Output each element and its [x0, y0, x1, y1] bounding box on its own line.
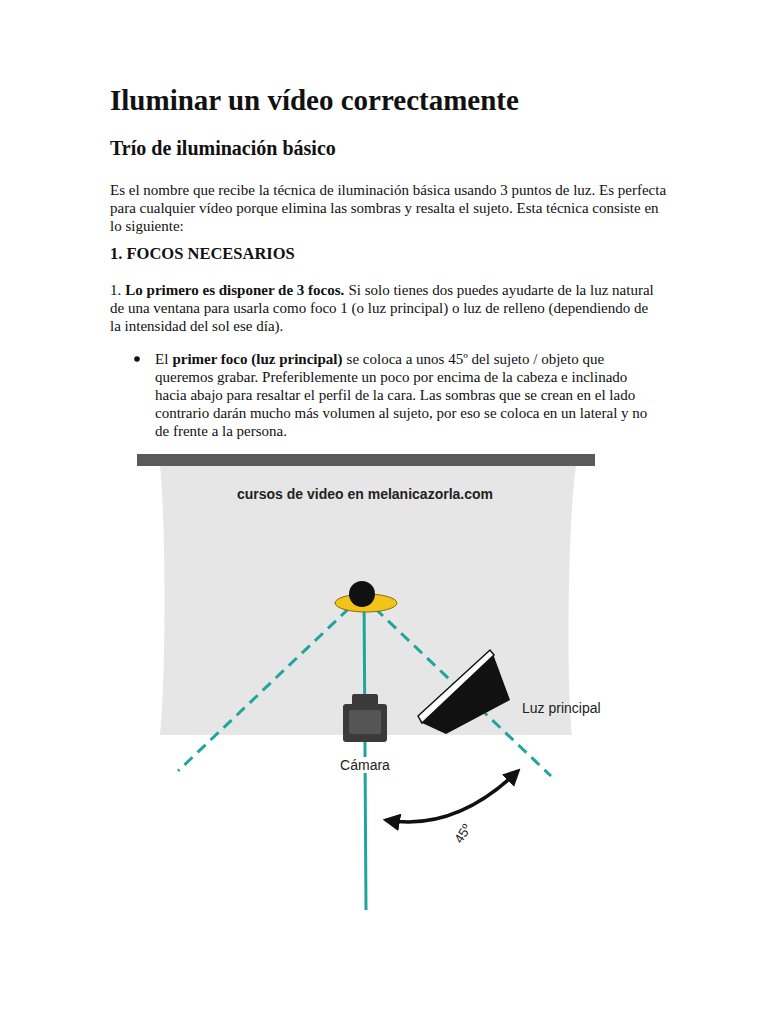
page-title: Iluminar un vídeo correctamente [110, 84, 710, 117]
angle-arrow [386, 771, 518, 822]
section-heading: 1. FOCOS NECESARIOS [110, 245, 690, 263]
dashed-angle-line [362, 596, 551, 776]
section-heading: Trío de iluminación básico [110, 139, 690, 157]
camera-axis-line [364, 592, 366, 910]
softbox-light [418, 650, 510, 734]
body-text: El [155, 351, 168, 367]
watermark: cursos de video en melanicazorla.com [237, 486, 493, 502]
subject-head [349, 581, 375, 607]
bold-text: Trío de iluminación básico [110, 137, 336, 159]
camera-icon [343, 694, 387, 742]
bold-text: primer foco (luz principal) [172, 351, 342, 367]
backdrop-bar [137, 454, 595, 466]
camera-label: Cámara [337, 757, 393, 773]
light-label: Luz principal [522, 700, 601, 716]
bold-text: Lo primero es disponer de 3 focos. [125, 282, 344, 298]
body-text: 1. [110, 282, 121, 298]
body-text: Es el nombre que recibe la técnica de il… [110, 182, 666, 234]
dashed-angle-line [178, 596, 362, 771]
bold-text: 1. FOCOS NECESARIOS [110, 244, 295, 263]
bullet-dot [134, 356, 140, 362]
paragraph: Es el nombre que recibe la técnica de il… [110, 181, 670, 235]
angle-label: 45º [452, 821, 475, 845]
backdrop [160, 466, 576, 735]
paragraph: 1.Lo primero es disponer de 3 focos.Si s… [110, 281, 655, 335]
bullet-paragraph: Elprimer foco (luz principal)se coloca a… [155, 350, 650, 440]
